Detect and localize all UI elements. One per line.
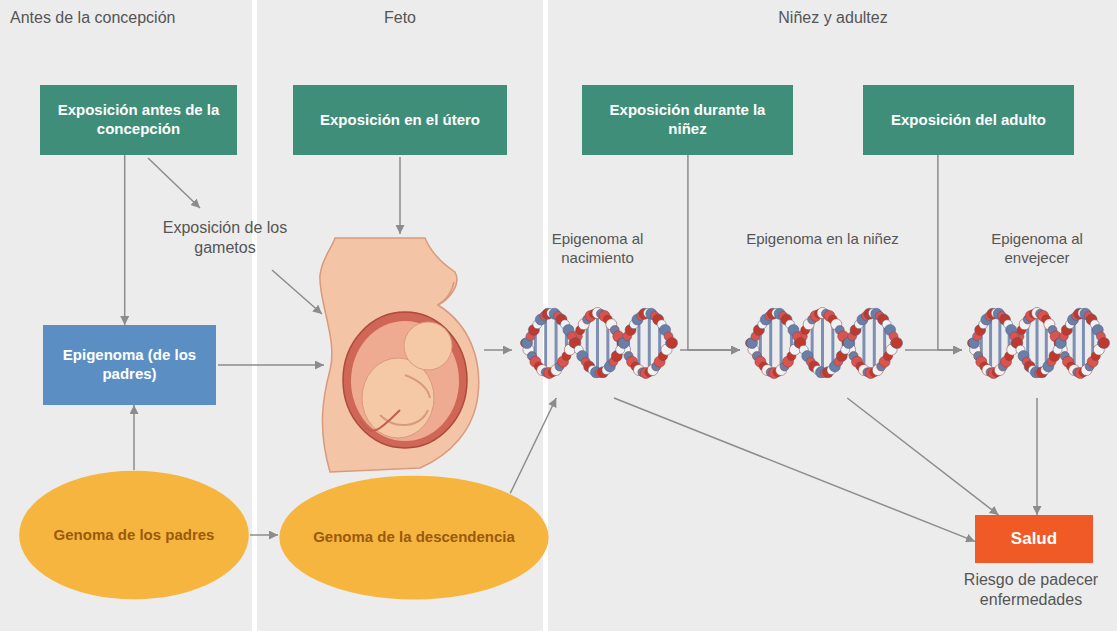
node-text: Genoma de la descendencia bbox=[313, 528, 515, 547]
node-text: Exposición del adulto bbox=[891, 111, 1046, 130]
gamete-exposure-arrow bbox=[148, 158, 200, 208]
flow-arrow bbox=[510, 398, 556, 493]
base-pair bbox=[555, 316, 558, 370]
flow-arrow bbox=[905, 349, 962, 351]
fetus-to-birth-arrow bbox=[484, 349, 512, 351]
body-outline bbox=[320, 238, 479, 472]
epigenome-stage: Epigenoma en la niñez bbox=[740, 228, 905, 398]
node-text: Exposición antes de la concepción bbox=[50, 101, 227, 139]
stage-panel bbox=[548, 0, 1117, 631]
flow-arrow bbox=[688, 155, 740, 350]
gamete-note: Exposición de los gametos bbox=[150, 218, 300, 258]
column-heading: Niñez y adultez bbox=[553, 8, 1113, 28]
flow-arrow bbox=[938, 155, 962, 350]
node-text: Exposición durante la niñez bbox=[592, 101, 783, 139]
helix-atom bbox=[1099, 338, 1110, 349]
column-heading: Antes de la concepción bbox=[10, 8, 245, 28]
genome-ellipse: Genoma de los padres bbox=[18, 470, 250, 600]
base-pair bbox=[873, 314, 876, 372]
exposure-box: Exposición del adulto bbox=[863, 85, 1074, 155]
genome-ellipse: Genoma de la descendencia bbox=[278, 475, 550, 600]
base-pair bbox=[780, 316, 783, 370]
uterus-exposure-arrow bbox=[399, 157, 401, 234]
epigenome-stage: Epigenoma al envejecer bbox=[962, 228, 1112, 398]
base-pair bbox=[1082, 314, 1085, 372]
womb bbox=[343, 312, 467, 448]
stage-label: Epigenoma al nacimiento bbox=[519, 230, 676, 268]
flow-arrow bbox=[1036, 398, 1038, 515]
stage-panel bbox=[0, 0, 252, 631]
dna-helix bbox=[962, 288, 1112, 398]
base-pair bbox=[1036, 313, 1039, 373]
node-text: Genoma de los padres bbox=[54, 526, 215, 545]
flow-arrow bbox=[680, 349, 740, 351]
node-text: Exposición en el útero bbox=[320, 111, 480, 130]
exposure-box: Exposición antes de la concepción bbox=[40, 85, 237, 155]
node-text: Salud bbox=[1011, 528, 1057, 549]
flow-arrow bbox=[614, 398, 975, 541]
flow-arrow bbox=[847, 398, 998, 515]
epigenome-stage: Epigenoma al nacimiento bbox=[515, 228, 680, 398]
health-caption: Riesgo de padecer enfermedades bbox=[948, 570, 1114, 610]
dna-helix bbox=[515, 288, 680, 398]
gamete-to-fetus-arrow bbox=[272, 270, 322, 314]
parent-epigenome-arrow bbox=[218, 364, 324, 366]
fetus-arm bbox=[405, 375, 430, 398]
epigenome-box: Epigenoma (de los padres) bbox=[43, 325, 216, 405]
flow-arrow bbox=[133, 405, 135, 470]
ellipse-fill bbox=[279, 476, 548, 600]
ellipse-fill bbox=[19, 471, 249, 600]
womb-inner bbox=[351, 321, 459, 441]
flow-arrow bbox=[250, 534, 278, 536]
stage-label: Epigenoma en la niñez bbox=[746, 230, 899, 249]
helix-atom bbox=[667, 338, 678, 349]
health-box: Salud bbox=[975, 515, 1093, 563]
fetus-head bbox=[404, 322, 452, 370]
flow-arrow bbox=[124, 155, 126, 325]
base-pair bbox=[596, 313, 599, 373]
pregnant-woman-figure bbox=[320, 238, 479, 472]
exposure-box: Exposición durante la niñez bbox=[582, 85, 793, 155]
stage-label: Epigenoma al envejecer bbox=[966, 230, 1108, 268]
dna-helix bbox=[740, 288, 905, 398]
breast-line bbox=[438, 282, 454, 305]
exposure-box: Exposición en el útero bbox=[293, 85, 507, 155]
column-heading: Feto bbox=[262, 8, 538, 28]
base-pair bbox=[821, 313, 824, 373]
helix-atom bbox=[892, 338, 903, 349]
umbilical-cord bbox=[360, 410, 400, 431]
base-pair bbox=[648, 314, 651, 372]
node-text: Epigenoma (de los padres) bbox=[53, 346, 206, 384]
